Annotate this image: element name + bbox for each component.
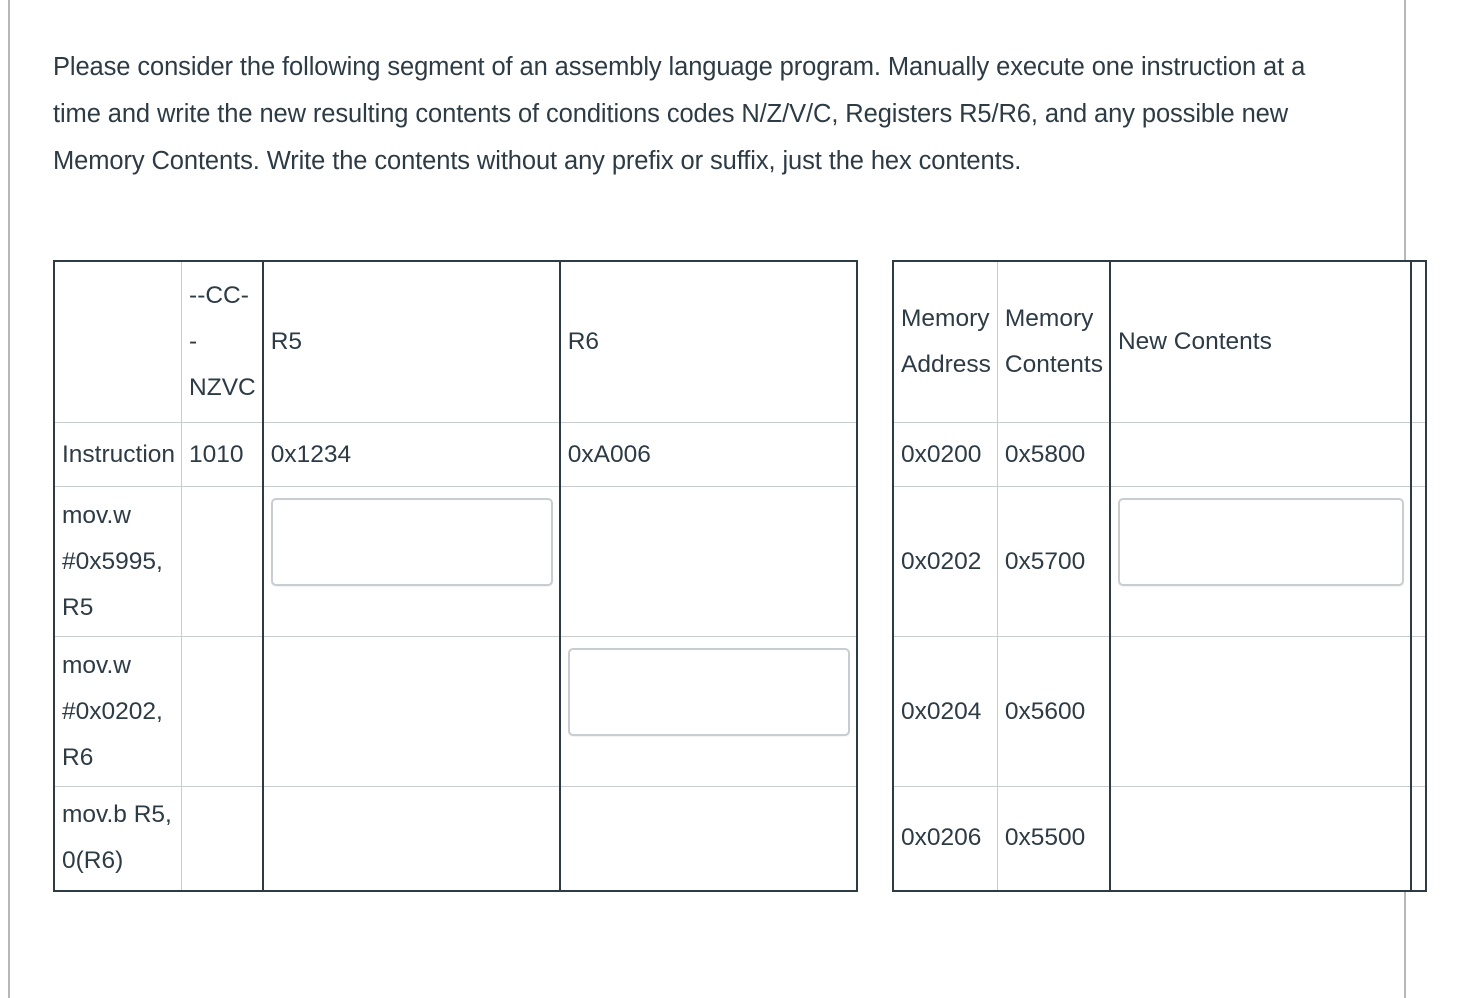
table-header-row: Memory Address Memory Contents New Conte…	[892, 260, 1427, 423]
header-r6: R6	[558, 260, 858, 423]
cell-extra-0	[1409, 422, 1427, 487]
memory-table: Memory Address Memory Contents New Conte…	[892, 260, 1427, 892]
cell-r6-2	[558, 636, 858, 787]
register-table: --CC- - NZVC R5 R6 Instruction 1010 0x12…	[53, 260, 858, 892]
cell-cc-initial: 1010	[181, 422, 264, 487]
table-row: mov.b R5, 0(R6)	[53, 786, 858, 891]
cell-r5-3	[261, 786, 561, 891]
memory-contents-header-line-1: Memory	[1004, 305, 1094, 332]
cc-header-line-2: -	[189, 328, 198, 355]
cell-new-contents-3	[1108, 786, 1412, 891]
r5-answer-input-row1[interactable]	[270, 498, 553, 586]
page-margin-line-left	[8, 0, 10, 998]
cell-memory-contents-3: 0x5500	[996, 786, 1111, 891]
header-new-contents: New Contents	[1108, 260, 1412, 423]
cell-cc-1	[181, 486, 264, 637]
cell-memory-contents-0: 0x5800	[996, 422, 1111, 487]
cell-new-contents-1	[1108, 486, 1412, 637]
cell-new-contents-0	[1108, 422, 1412, 487]
cc-header-line-3: NZVC	[189, 374, 256, 401]
cc-header-line-1: --CC-	[189, 282, 249, 309]
cell-extra-3	[1409, 786, 1427, 891]
table-row: 0x0204 0x5600	[892, 636, 1427, 787]
memory-contents-header-line-2: Contents	[1004, 351, 1103, 378]
table-row: Instruction 1010 0x1234 0xA006	[53, 422, 858, 487]
table-row: 0x0206 0x5500	[892, 786, 1427, 891]
cell-extra-2	[1409, 636, 1427, 787]
header-instruction	[53, 260, 183, 423]
cell-r5-1	[261, 486, 561, 637]
cell-instruction-label: Instruction	[53, 422, 183, 487]
memory-address-header-line-1: Memory	[901, 305, 990, 332]
table-row: mov.w #0x5995, R5	[53, 486, 858, 637]
cell-r5-initial: 0x1234	[261, 422, 561, 487]
header-memory-contents: Memory Contents	[996, 260, 1111, 423]
cell-instruction-2: mov.w #0x0202, R6	[53, 636, 183, 787]
question-prompt: Please consider the following segment of…	[53, 53, 1306, 175]
cell-instruction-1: mov.w #0x5995, R5	[53, 486, 183, 637]
r6-answer-input-row2[interactable]	[567, 648, 850, 736]
header-r5: R5	[261, 260, 561, 423]
header-memory-address: Memory Address	[892, 260, 998, 423]
cell-r6-initial: 0xA006	[558, 422, 858, 487]
cell-r5-2	[261, 636, 561, 787]
cell-extra-1	[1409, 486, 1427, 637]
table-header-row: --CC- - NZVC R5 R6	[53, 260, 858, 423]
header-condition-codes: --CC- - NZVC	[181, 260, 264, 423]
cell-new-contents-2	[1108, 636, 1412, 787]
cell-r6-3	[558, 786, 858, 891]
cell-memory-address-1: 0x0202	[892, 486, 998, 637]
cell-memory-address-3: 0x0206	[892, 786, 998, 891]
table-row: 0x0202 0x5700	[892, 486, 1427, 637]
new-contents-answer-input-row1[interactable]	[1117, 498, 1404, 586]
cell-r6-1	[558, 486, 858, 637]
cell-memory-contents-2: 0x5600	[996, 636, 1111, 787]
cell-memory-contents-1: 0x5700	[996, 486, 1111, 637]
memory-address-header-line-2: Address	[901, 351, 991, 378]
cell-memory-address-0: 0x0200	[892, 422, 998, 487]
cell-memory-address-2: 0x0204	[892, 636, 998, 787]
header-extra-column	[1409, 260, 1427, 423]
table-row: 0x0200 0x5800	[892, 422, 1427, 487]
cell-cc-2	[181, 636, 264, 787]
cell-cc-3	[181, 786, 264, 891]
cell-instruction-3: mov.b R5, 0(R6)	[53, 786, 183, 891]
table-row: mov.w #0x0202, R6	[53, 636, 858, 787]
